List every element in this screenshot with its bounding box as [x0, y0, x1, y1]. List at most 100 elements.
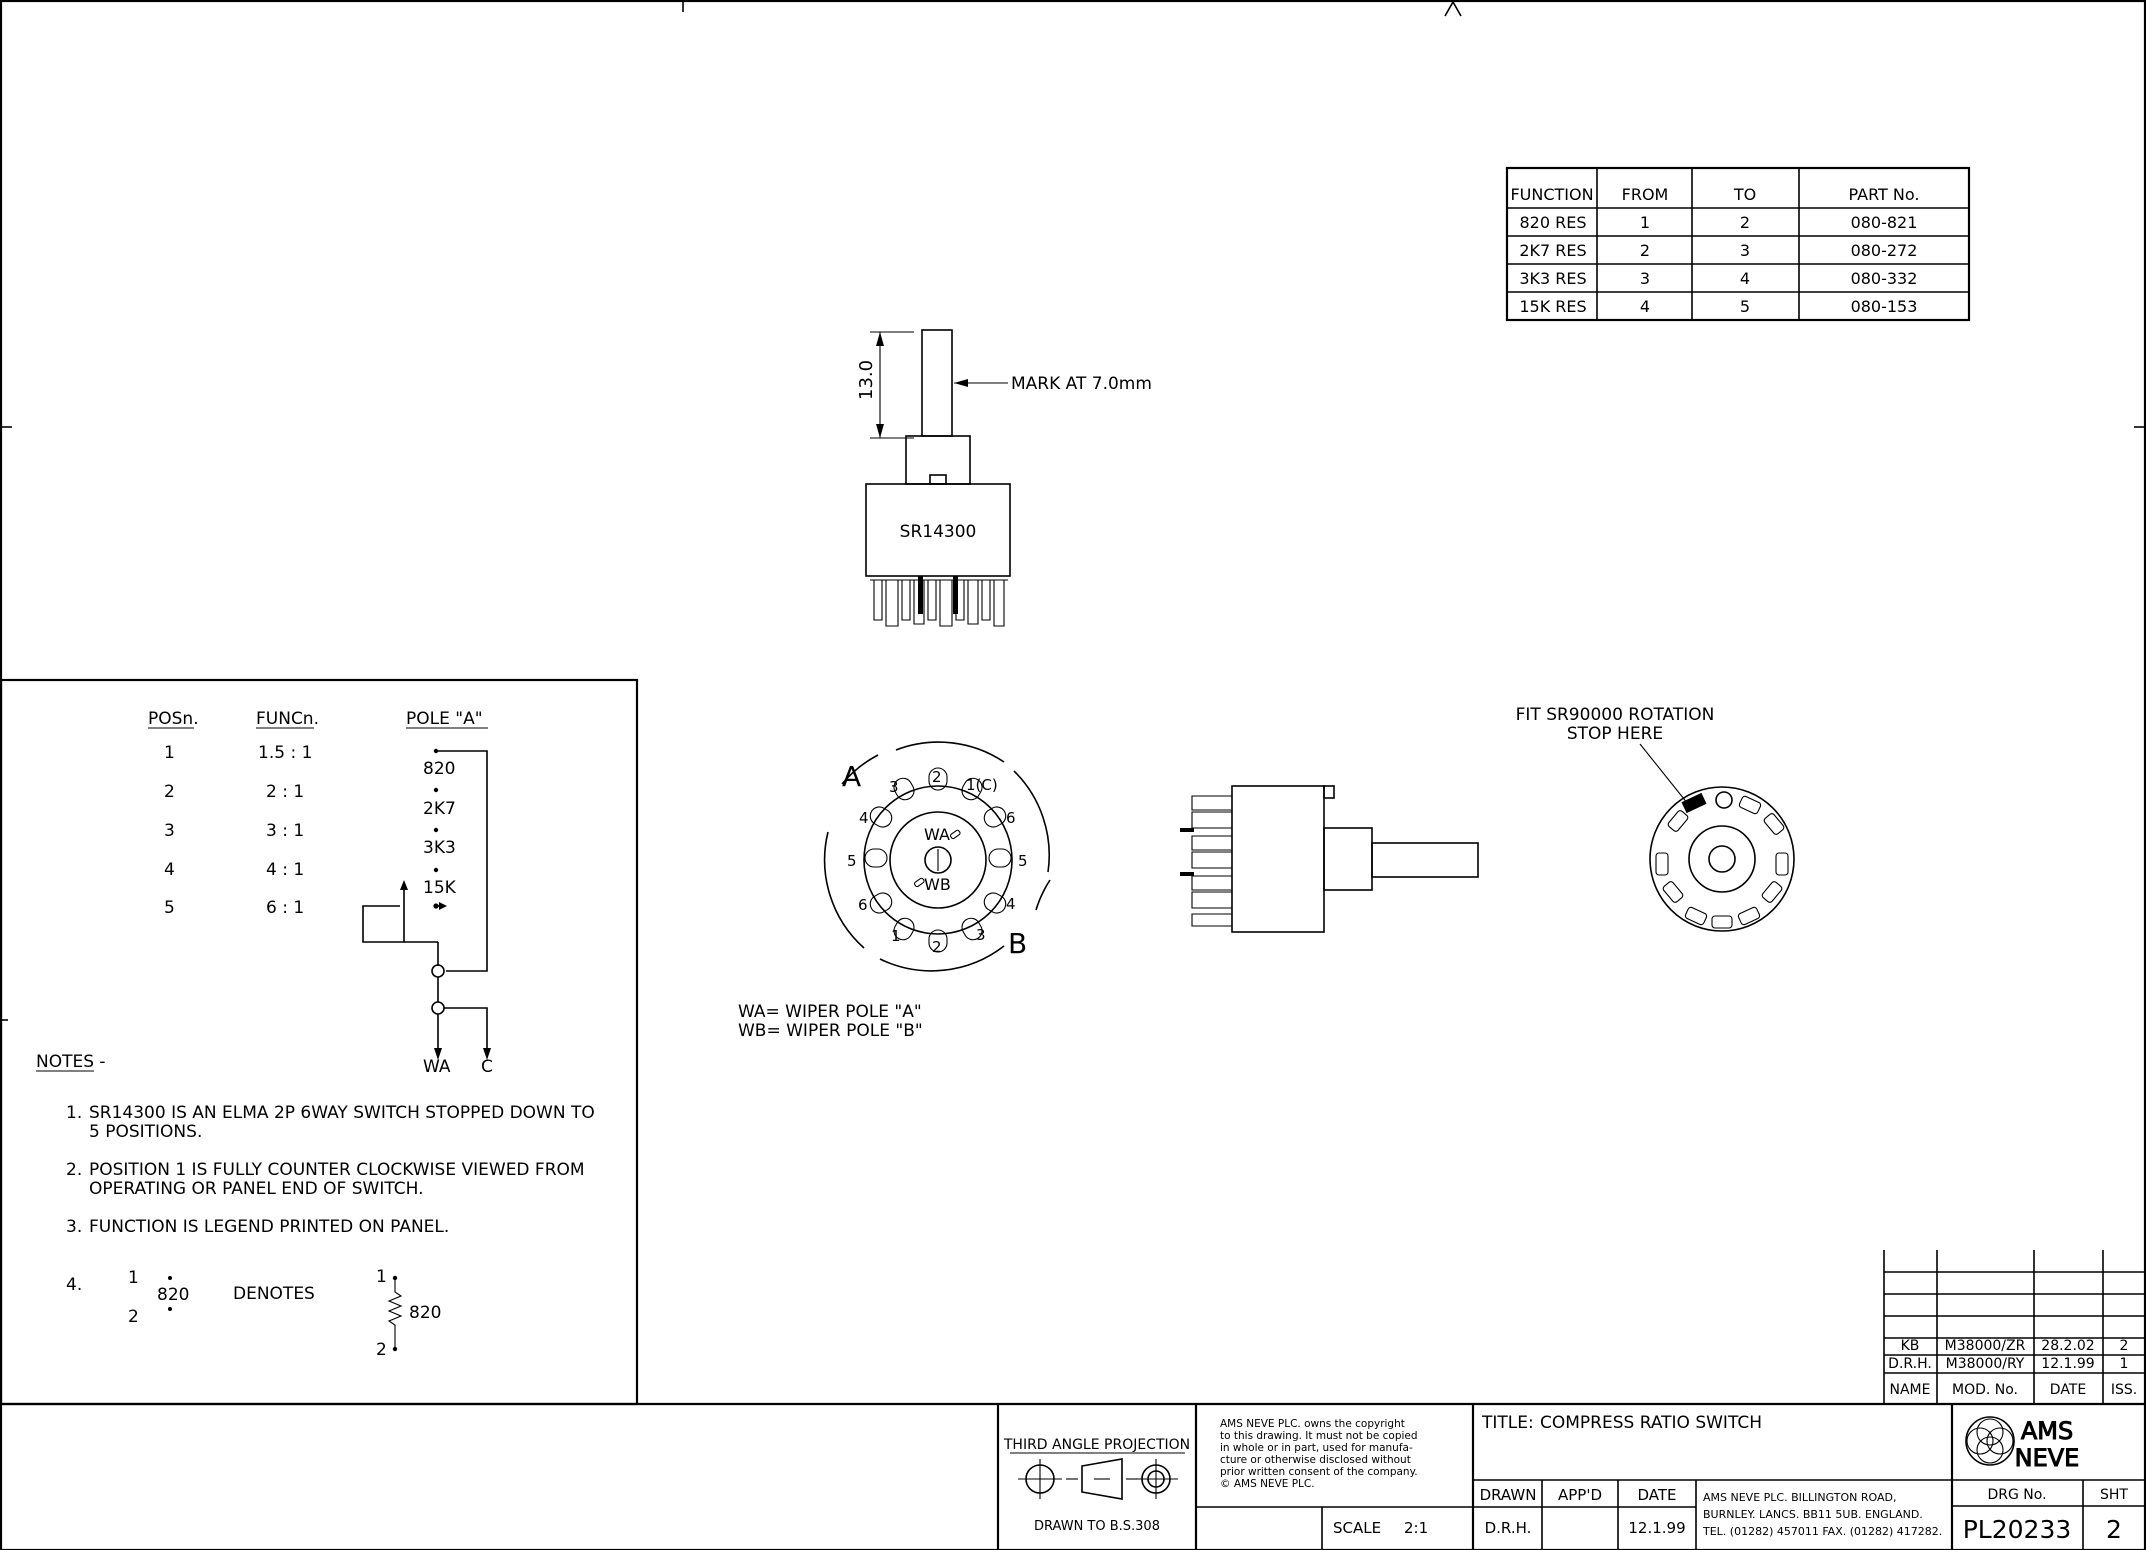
parts-table-cell: 15K RES: [1519, 297, 1586, 316]
note-number: 1.: [66, 1103, 82, 1123]
copyright-text: to this drawing. It must not be copied: [1220, 1430, 1418, 1442]
note4-res-bottom: 2: [376, 1340, 387, 1360]
company-address: AMS NEVE PLC. BILLINGTON ROAD,: [1703, 1491, 1896, 1504]
resistor-label: 2K7: [423, 799, 456, 819]
parts-table-cell: 080-821: [1851, 213, 1918, 232]
revision-cell: D.R.H.: [1888, 1356, 1932, 1372]
revision-block: KB M38000/ZR 28.2.02 2 D.R.H. M38000/RY …: [1883, 1250, 2145, 1404]
parts-table-cell: 5: [1740, 297, 1750, 316]
parts-table-cell: 820 RES: [1519, 213, 1586, 232]
note4-denotes: DENOTES: [233, 1284, 315, 1304]
drawn-by: D.R.H.: [1485, 1519, 1532, 1537]
func-value: 2 : 1: [266, 782, 304, 802]
note-text: SR14300 IS AN ELMA 2P 6WAY SWITCH STOPPE…: [89, 1103, 595, 1123]
func-header: FUNCn.: [256, 709, 319, 729]
parts-table-header: PART No.: [1849, 185, 1920, 204]
pin-label-b: 4: [1006, 895, 1016, 913]
appd-header: APP'D: [1558, 1486, 1602, 1504]
parts-table-cell: 4: [1640, 297, 1650, 316]
pin-label-b: 2: [932, 938, 942, 956]
company-address: BURNLEY. LANCS. BB11 5UB. ENGLAND.: [1703, 1508, 1923, 1521]
pin-label-b: 5: [1018, 852, 1028, 870]
title-label: TITLE:: [1481, 1413, 1534, 1433]
parts-table-cell: 080-272: [1851, 241, 1918, 260]
note-text: OPERATING OR PANEL END OF SWITCH.: [89, 1179, 424, 1199]
body-label: SR14300: [900, 522, 977, 542]
copyright-text: cture or otherwise disclosed without: [1220, 1454, 1411, 1466]
note-text: POSITION 1 IS FULLY COUNTER CLOCKWISE VI…: [89, 1160, 585, 1180]
terminal-wa: WA: [423, 1057, 451, 1077]
pos-value: 2: [164, 782, 175, 802]
parts-table-header: FUNCTION: [1510, 185, 1593, 204]
parts-table-cell: 3: [1640, 269, 1650, 288]
wiper-a-label: WA: [924, 825, 950, 844]
revision-cell: 12.1.99: [2041, 1356, 2094, 1372]
pos-value: 4: [164, 860, 175, 880]
pos-value: 1: [164, 743, 175, 763]
orientation-arrow: [1444, 0, 1462, 17]
pin-label-a: 3: [889, 778, 899, 796]
logo-ams: AMS: [2021, 1417, 2073, 1445]
date-header: DATE: [1637, 1486, 1676, 1504]
drawn-date: 12.1.99: [1628, 1519, 1685, 1537]
copyright-text: AMS NEVE PLC. owns the copyright: [1220, 1418, 1405, 1430]
pole-a-label: A: [842, 760, 861, 793]
rotation-stop-view: FIT SR90000 ROTATION STOP HERE: [1516, 705, 1795, 932]
rotation-note: STOP HERE: [1567, 724, 1663, 744]
pin-label-a: 2: [932, 768, 942, 786]
pin-label-a: 1(C): [966, 776, 998, 794]
pos-header: POSn.: [148, 709, 199, 729]
pin-label-b: 3: [976, 926, 986, 944]
scale-label: SCALE: [1333, 1519, 1381, 1537]
wiper-legend: WA= WIPER POLE "A": [738, 1002, 922, 1022]
resistor-label: 820: [423, 759, 455, 779]
parts-table-cell: 3: [1740, 241, 1750, 260]
pole-a-schematic: 820 2K7 3K3 15K WA C: [362, 748, 493, 1077]
parts-table: FUNCTION FROM TO PART No. 820 RES 1 2 08…: [1505, 166, 1971, 322]
parts-table-cell: 4: [1740, 269, 1750, 288]
logo-neve: NEVE: [2015, 1444, 2080, 1472]
revision-header: MOD. No.: [1952, 1382, 2018, 1398]
scale-value: 2:1: [1404, 1519, 1428, 1537]
note4-top: 1: [128, 1268, 139, 1288]
note-number: 2.: [66, 1160, 82, 1180]
parts-table-header: TO: [1733, 185, 1756, 204]
pin-label-b: 6: [1006, 809, 1016, 827]
copyright-text: in whole or in part, used for manufa-: [1220, 1442, 1413, 1454]
copyright-text: © AMS NEVE PLC.: [1220, 1478, 1315, 1490]
drawn-header: DRAWN: [1480, 1486, 1537, 1504]
mark-label: MARK AT 7.0mm: [1011, 374, 1152, 394]
note4-bottom: 2: [128, 1307, 139, 1327]
wiper-legend: WB= WIPER POLE "B": [738, 1021, 923, 1041]
revision-header: DATE: [2050, 1382, 2086, 1398]
parts-table-cell: 1: [1640, 213, 1650, 232]
pin-label-a: 6: [858, 896, 868, 914]
note-number: 3.: [66, 1217, 82, 1237]
note4-res-value: 820: [409, 1303, 441, 1323]
switch-side-view: 13.0 MARK AT 7.0mm SR14300: [856, 329, 1152, 627]
drawn-to-label: DRAWN TO B.S.308: [1034, 1519, 1160, 1534]
wiper-b-label: WB: [924, 875, 951, 894]
resistor-label: 15K: [423, 878, 457, 898]
func-value: 4 : 1: [266, 860, 304, 880]
projection-symbol: [1018, 1458, 1178, 1500]
drawing-number: PL20233: [1963, 1515, 2072, 1544]
copyright-text: prior written consent of the company.: [1220, 1466, 1418, 1478]
drawing-title: COMPRESS RATIO SWITCH: [1540, 1413, 1762, 1433]
pin-label-b: 1: [891, 927, 901, 945]
notes-heading: NOTES -: [36, 1052, 106, 1072]
revision-cell: M38000/ZR: [1945, 1338, 2026, 1354]
note4-res-top: 1: [376, 1267, 387, 1287]
note-text: FUNCTION IS LEGEND PRINTED ON PANEL.: [89, 1217, 449, 1237]
parts-table-cell: 2K7 RES: [1519, 241, 1586, 260]
note-text: 5 POSITIONS.: [89, 1122, 202, 1142]
revision-cell: M38000/RY: [1946, 1356, 2025, 1372]
company-address: TEL. (01282) 457011 FAX. (01282) 417282.: [1702, 1525, 1942, 1538]
pin-label-a: 5: [847, 852, 857, 870]
parts-table-cell: 080-332: [1851, 269, 1918, 288]
parts-table-header: FROM: [1622, 185, 1669, 204]
sheet-number: 2: [2106, 1515, 2122, 1544]
revision-header: NAME: [1890, 1382, 1931, 1398]
